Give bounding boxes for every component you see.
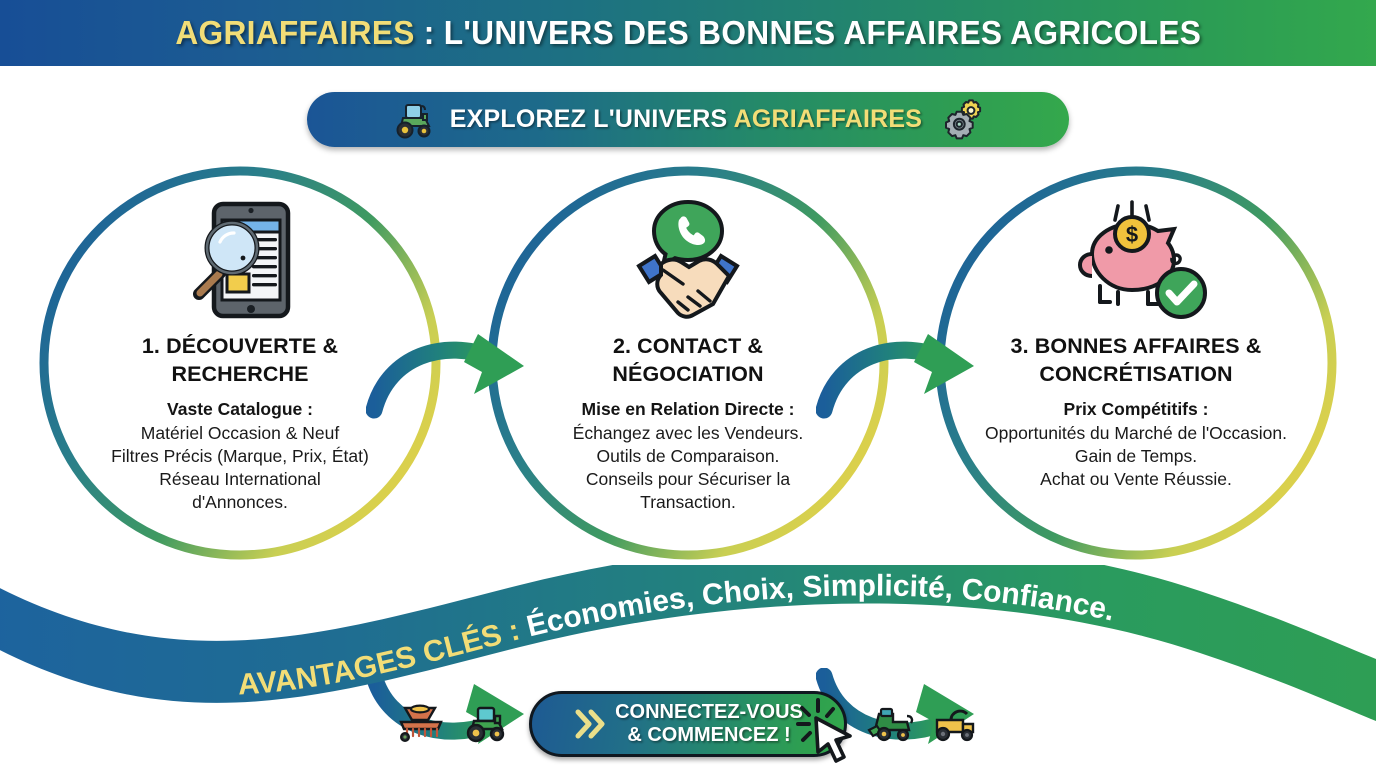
explore-banner-label: EXPLOREZ L'UNIVERS AGRIAFFAIRES (450, 105, 922, 134)
steps-row: 1. DÉCOUVERTE & RECHERCHE Vaste Catalogu… (0, 160, 1376, 744)
explore-banner-brand: AGRIAFFAIRES (733, 105, 923, 133)
step-lead-2: Mise en Relation Directe : (581, 398, 795, 419)
step-body-3: Opportunités du Marché de l'Occasion. Ga… (985, 422, 1287, 490)
svg-text:$: $ (1126, 222, 1138, 247)
gears-icon (934, 98, 986, 142)
step-card-2: 2. CONTACT & NÉGOCIATION Mise en Relatio… (478, 160, 898, 566)
page-title: AGRIAFFAIRES : L'UNIVERS DES BONNES AFFA… (175, 14, 1201, 52)
step-title-1: 1. DÉCOUVERTE & RECHERCHE (141, 334, 339, 387)
step-title-3: 3. BONNES AFFAIRES & CONCRÉTISATION (1010, 334, 1262, 387)
flow-arrow-bottom-2 (815, 667, 1006, 753)
tractor-icon (459, 704, 511, 744)
step-lead-1: Vaste Catalogue : (167, 398, 313, 419)
right-machinery-icons (865, 704, 981, 744)
piggy-bank-check-icon: $ (1056, 194, 1216, 326)
step-lead-3: Prix Compétitifs : (1063, 398, 1209, 419)
handshake-chat-icon (603, 194, 773, 326)
step-card-3: $ 3. BONNES AFFAIRES & CONCRÉTISATION Pr… (926, 160, 1346, 566)
cta-row: CONNECTEZ-VOUS & COMMENCEZ ! (0, 688, 1376, 763)
explore-banner[interactable]: EXPLOREZ L'UNIVERS AGRIAFFAIRES (307, 92, 1069, 147)
step-card-1: 1. DÉCOUVERTE & RECHERCHE Vaste Catalogu… (30, 160, 450, 566)
tablet-search-icon (170, 194, 310, 326)
double-chevron-right-icon (573, 704, 607, 744)
step-ring-1 (39, 166, 441, 560)
step-body-2: Échangez avec les Vendeurs. Outils de Co… (572, 422, 804, 513)
cta-line-1: CONNECTEZ-VOUS (615, 700, 803, 723)
cta-button[interactable]: CONNECTEZ-VOUS & COMMENCEZ ! (529, 691, 852, 763)
page-title-rest: : L'UNIVERS DES BONNES AFFAIRES AGRICOLE… (414, 14, 1201, 51)
seeder-icon (395, 704, 447, 744)
combine-harvester-icon (865, 704, 917, 744)
step-title-2: 2. CONTACT & NÉGOCIATION (612, 334, 764, 387)
forage-harvester-icon (929, 704, 981, 744)
flow-arrow-top-2 (815, 332, 1006, 427)
benefits-ribbon: AVANTAGES CLÉS : Économies, Choix, Simpl… (0, 541, 1376, 768)
page-header: AGRIAFFAIRES : L'UNIVERS DES BONNES AFFA… (0, 0, 1376, 66)
flow-arrow-top-1 (365, 332, 556, 427)
explore-banner-lead: EXPLOREZ L'UNIVERS (449, 105, 734, 133)
cta-line-2: & COMMENCEZ ! (627, 724, 791, 746)
tractor-icon (390, 101, 438, 139)
mouse-cursor-click-icon (792, 694, 866, 768)
left-machinery-icons (395, 704, 511, 744)
step-body-1: Matériel Occasion & Neuf Filtres Précis … (111, 422, 369, 513)
page-title-brand: AGRIAFFAIRES (175, 14, 415, 51)
cta-label: CONNECTEZ-VOUS & COMMENCEZ ! (615, 701, 803, 747)
